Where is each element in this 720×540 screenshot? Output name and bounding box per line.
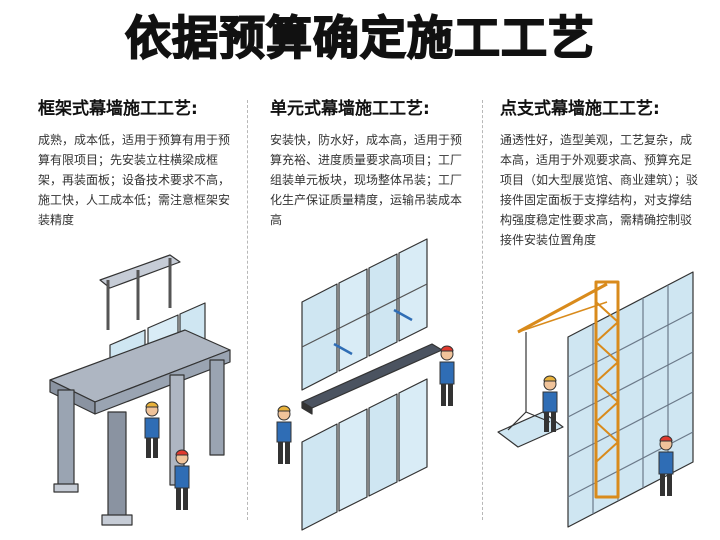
section-heading: 点支式幕墙施工工艺:: [500, 99, 660, 119]
section-heading: 单元式幕墙施工工艺:: [270, 99, 430, 119]
column-divider-left: [247, 100, 248, 520]
section-description: 成熟，成本低，适用于预算有用于预算有限项目；先安装立柱横梁成框架，再装面板；设备…: [38, 133, 231, 227]
unit-panel-illustration: [276, 238, 455, 531]
main-title: 依据预算确定施工工艺: [124, 10, 595, 66]
section-heading: 框架式幕墙施工工艺:: [38, 99, 198, 119]
frame-structure-illustration: [49, 254, 231, 526]
section-frame-curtain-wall: 框架式幕墙施工工艺: 成熟，成本低，适用于预算有用于预算有限项目；先安装立柱横梁…: [38, 96, 238, 230]
point-supported-illustration: [497, 271, 694, 528]
column-divider-right: [482, 100, 483, 520]
section-description: 通透性好，造型美观，工艺复杂，成本高，适用于外观要求高、预算充足项目（如大型展览…: [500, 133, 699, 247]
section-unit-curtain-wall: 单元式幕墙施工工艺: 安装快，防水好，成本高，适用于预算充裕、进度质量要求高项目…: [270, 96, 470, 230]
section-point-supported-curtain-wall: 点支式幕墙施工工艺: 通透性好，造型美观，工艺复杂，成本高，适用于外观要求高、预…: [500, 96, 698, 250]
section-description: 安装快，防水好，成本高，适用于预算充裕、进度质量要求高项目；工厂组装单元板块，现…: [270, 133, 463, 227]
